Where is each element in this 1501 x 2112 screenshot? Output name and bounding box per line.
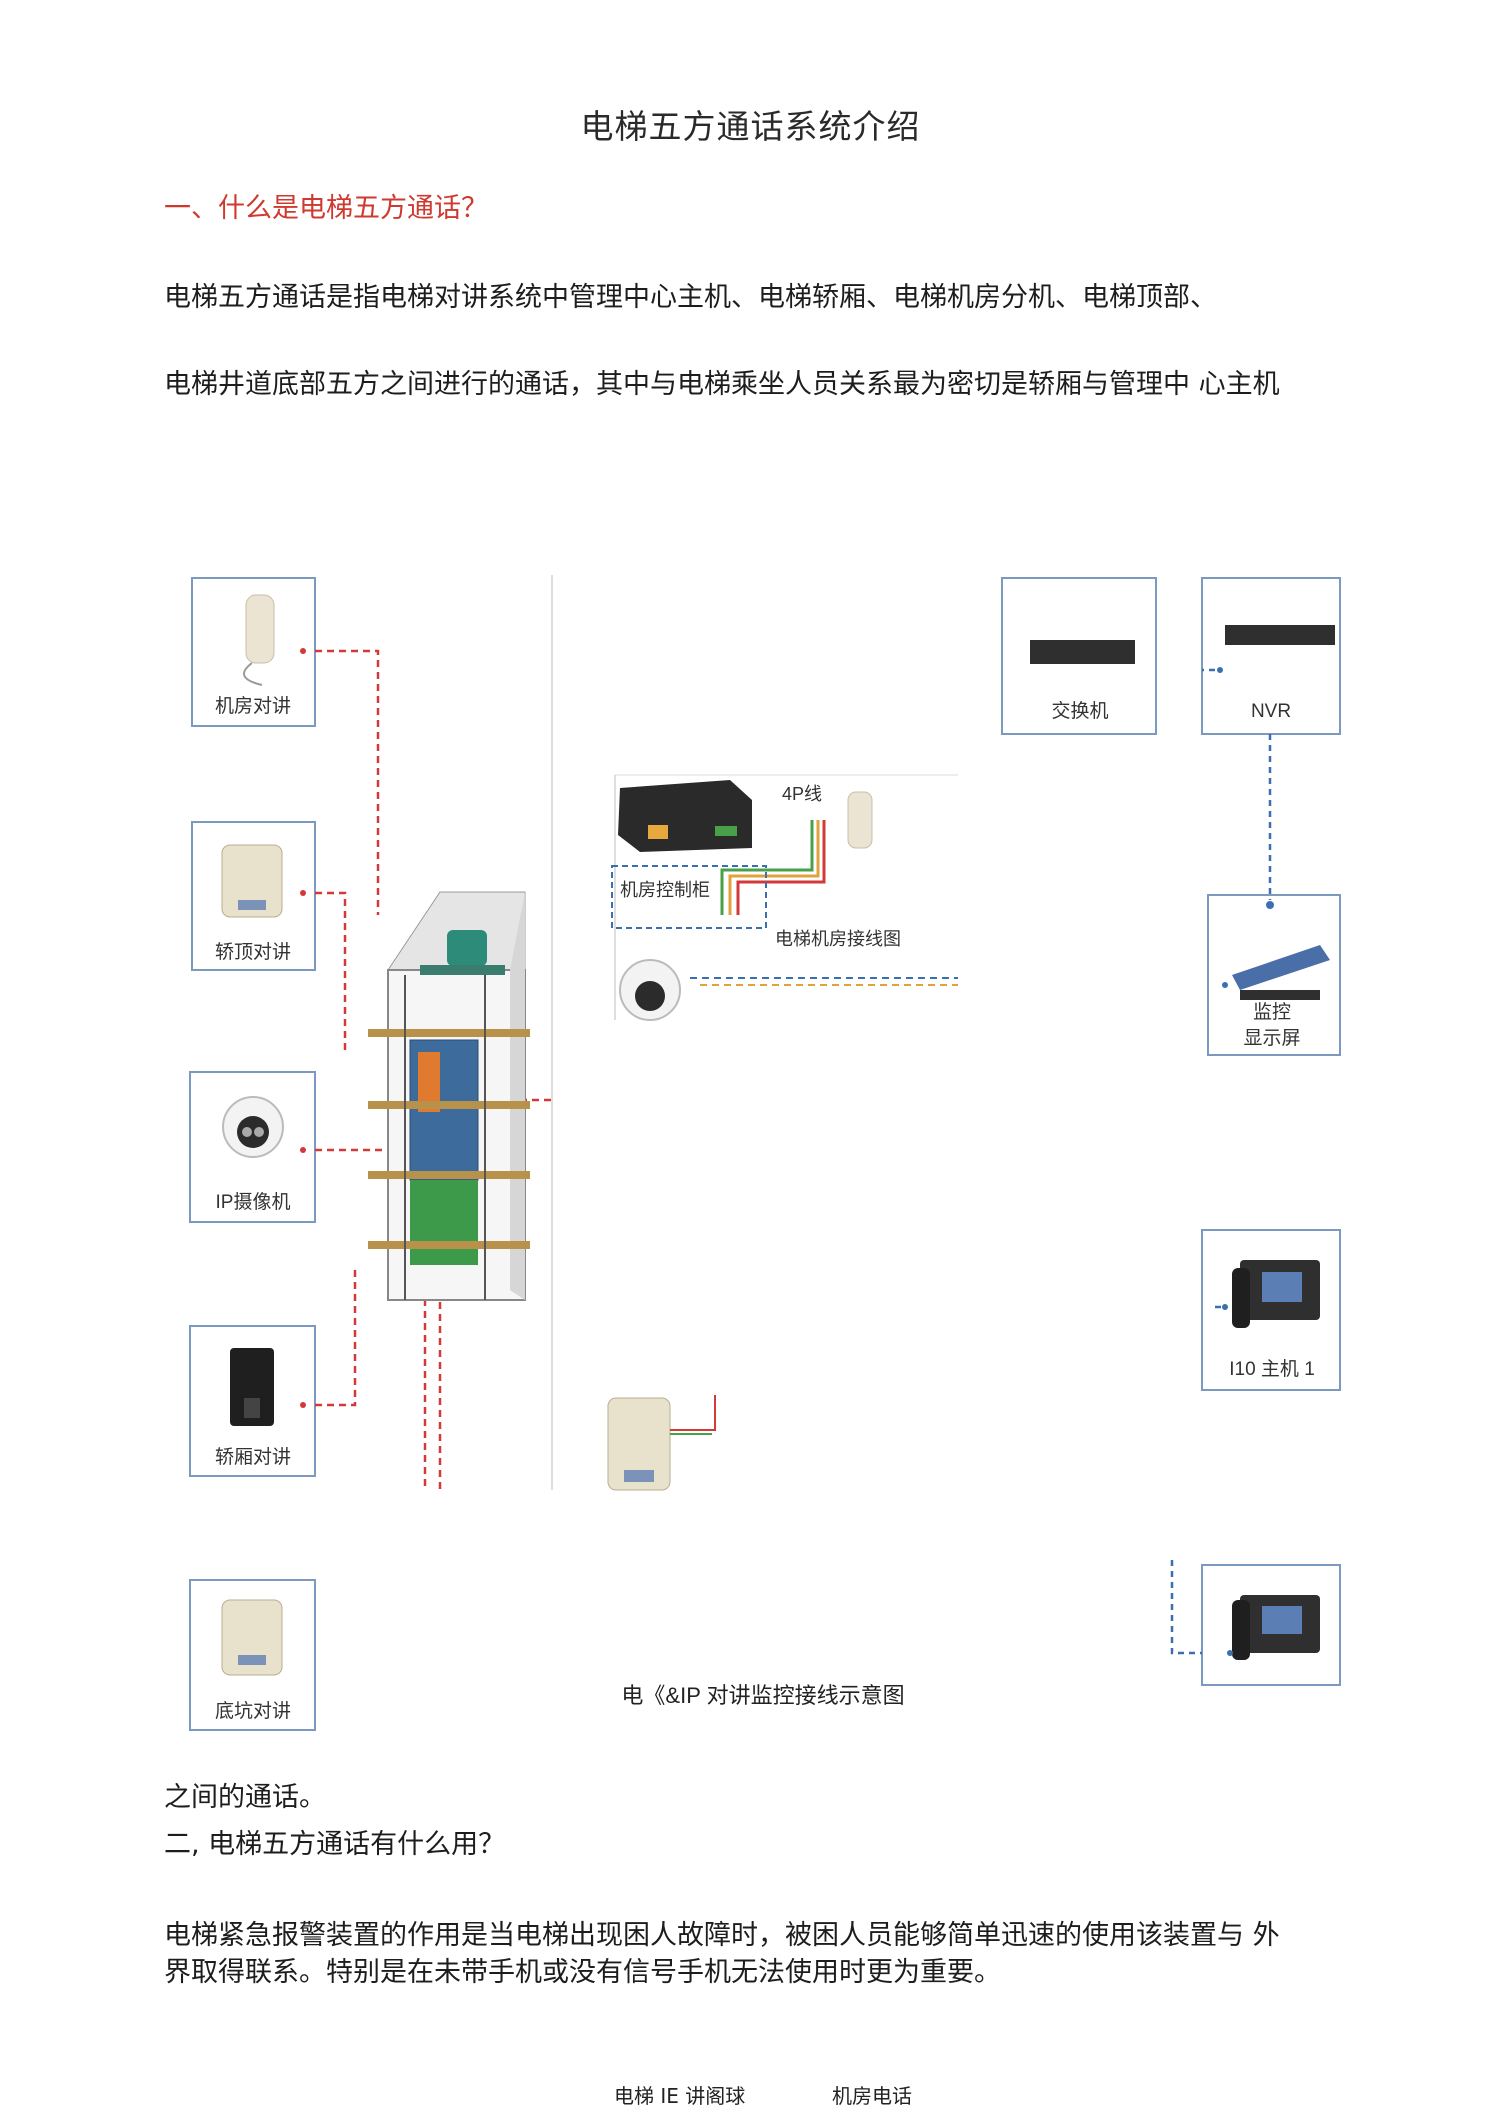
label-machine-room-wiring: 电梯机房接线图 bbox=[775, 929, 901, 949]
paragraph1-continuation: 之间的通话。 bbox=[164, 1782, 326, 1813]
label-pit-intercom: 底坑对讲 bbox=[215, 1700, 291, 1722]
bottom-label-left: 电梯 IE 讲阁球 bbox=[614, 2084, 746, 2108]
paragraph1-line2: 电梯井道底部五方之间进行的通话，其中与电梯乘坐人员关系最为密切是轿厢与管理中 心… bbox=[164, 369, 1280, 400]
label-car-top-intercom: 轿顶对讲 bbox=[215, 941, 291, 963]
label-4p-cable: 4P线 bbox=[782, 784, 822, 804]
paragraph2-line1: 电梯紧急报警装置的作用是当电梯出现困人故障时，被困人员能够简单迅速的使用该装置与… bbox=[164, 1920, 1280, 1951]
car-top-intercom-box: 轿顶对讲 bbox=[191, 821, 316, 971]
paragraph2-line2: 界取得联系。特别是在未带手机或没有信号手机无法使用时更为重要。 bbox=[164, 1957, 1001, 1988]
switch-box: 交换机 bbox=[1001, 577, 1157, 735]
machine-room-wiring-inset: 4P线 机房控制柜 电梯机房接线图 bbox=[611, 774, 958, 1021]
nvr-box: NVR bbox=[1201, 577, 1341, 735]
label-switch: 交换机 bbox=[1051, 700, 1108, 722]
label-monitor-line2: 显示屏 bbox=[1243, 1028, 1300, 1049]
car-intercom-box: 轿厢对讲 bbox=[189, 1325, 316, 1477]
section2-heading: 二, 电梯五方通话有什么用？ bbox=[164, 1829, 506, 1860]
monitor-box: 监控 显示屏 bbox=[1207, 894, 1341, 1056]
label-car-intercom: 轿厢对讲 bbox=[215, 1446, 291, 1468]
ip-camera-box: IP摄像机 bbox=[189, 1071, 316, 1223]
paragraph1-line1: 电梯五方通话是指电梯对讲系统中管理中心主机、电梯轿厢、电梯机房分机、电梯顶部、 bbox=[164, 282, 1217, 313]
page-title: 电梯五方通话系统介绍 bbox=[580, 107, 921, 146]
label-nvr: NVR bbox=[1251, 701, 1291, 722]
elevator-intercom-diagram: 机房对讲 轿顶对讲 IP摄像机 轿厢对讲 底坑对讲 bbox=[189, 575, 1341, 1731]
label-ip-camera: IP摄像机 bbox=[216, 1191, 291, 1213]
machine-room-intercom-box: 机房对讲 bbox=[191, 577, 316, 727]
diagram-caption: 电《&IP 对讲监控接线示意图 bbox=[621, 1683, 904, 1708]
emergency-intercom-illustration bbox=[607, 1395, 716, 1491]
host-phone-box: I10 主机 1 bbox=[1201, 1229, 1341, 1391]
section1-heading: 一、什么是电梯五方通话？ bbox=[164, 193, 488, 224]
pit-intercom-box: 底坑对讲 bbox=[189, 1579, 316, 1731]
label-machine-cabinet: 机房控制柜 bbox=[620, 880, 710, 900]
bottom-label-right: 机房电话 bbox=[832, 2084, 912, 2108]
elevator-shaft-illustration bbox=[368, 575, 553, 1490]
label-machine-room-intercom: 机房对讲 bbox=[215, 695, 291, 717]
second-phone-box bbox=[1201, 1564, 1341, 1686]
label-monitor-line1: 监控 bbox=[1253, 1001, 1291, 1023]
label-host: I10 主机 1 bbox=[1229, 1358, 1315, 1380]
blue-wiring bbox=[1170, 668, 1272, 1655]
